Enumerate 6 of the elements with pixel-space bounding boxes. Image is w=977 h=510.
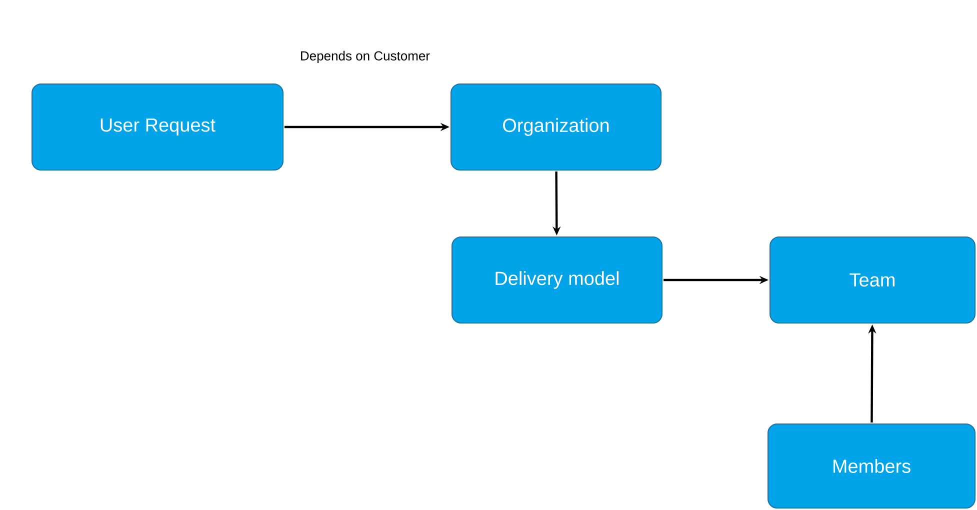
note-text: Depends on Customer xyxy=(301,50,430,64)
process-box: User Request xyxy=(32,84,284,170)
process-box: Delivery model xyxy=(452,236,662,324)
process-box: Organization xyxy=(450,84,662,170)
process-box: Members xyxy=(768,423,976,508)
process-box: Team xyxy=(770,236,976,324)
